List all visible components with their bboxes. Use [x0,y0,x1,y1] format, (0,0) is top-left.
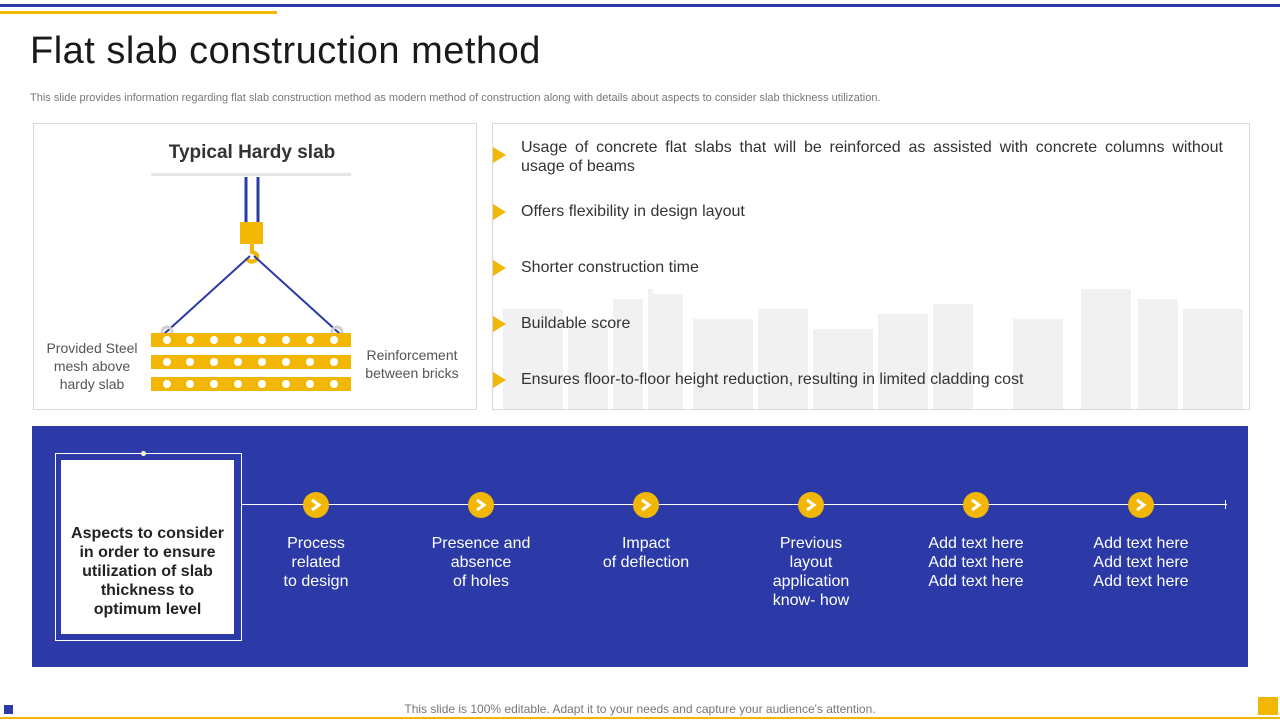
corner-square-gold [1258,697,1278,715]
aspects-box: Aspects to consider in order to ensure u… [61,460,234,634]
slab-illustration-panel: Typical Hardy slab Provided Steel mesh a… [33,123,477,410]
slab-heading: Typical Hardy slab [168,142,336,163]
timeline-end-tick [1225,500,1226,509]
aspects-box-frame [55,453,242,641]
slide-subtitle: This slide provides information regardin… [30,92,881,104]
corner-square-blue [4,705,13,714]
reinforcement-label: Reinforcement between bricks [365,347,459,381]
triangle-bullet-icon [493,147,506,163]
step-label: Add text here Add text here Add text her… [1093,535,1189,590]
chevron-right-icon [633,492,659,518]
slab-bricks [151,333,351,391]
hook-icon [244,244,260,264]
benefits-panel: Usage of concrete flat slabs that will b… [492,123,1250,410]
bullet-text: Ensures floor-to-floor height reduction,… [521,371,1024,388]
footer-accent-line [0,717,1280,719]
steel-mesh-label: Provided Steel mesh above hardy slab [46,340,138,392]
footer-note: This slide is 100% editable. Adapt it to… [404,702,876,716]
step-label: Add text here Add text here Add text her… [928,535,1024,590]
aspects-timeline-band: Aspects to consider in order to ensure u… [32,426,1248,667]
chevron-right-icon [1128,492,1154,518]
bullet-text: Buildable score [521,315,631,332]
step-label: Previous layout application know- how [772,535,850,609]
triangle-bullet-icon [493,372,506,388]
timeline-line [241,504,1227,505]
frame-dot [141,451,146,456]
aspects-box-text: Aspects to consider in order to ensure u… [71,525,224,618]
triangle-bullet-icon [493,316,506,332]
bullet-text: Offers flexibility in design layout [521,203,745,220]
chevron-right-icon [303,492,329,518]
slide-title: Flat slab construction method [30,30,541,72]
chevron-right-icon [798,492,824,518]
hook-block [240,222,263,244]
city-skyline-background [503,289,1243,409]
step-label: Impact of deflection [602,535,690,571]
bullet-text: Shorter construction time [521,259,699,276]
top-accent-line-gold [0,11,277,14]
bullet-text: Usage of concrete flat slabs that will b… [521,139,1223,175]
triangle-bullet-icon [493,260,506,276]
chevron-right-icon [468,492,494,518]
step-label: Process related to design [283,535,349,590]
triangle-bullet-icon [493,204,506,220]
chevron-right-icon [963,492,989,518]
slab-heading-underline [151,173,351,176]
top-accent-line-blue [0,4,1280,7]
crane-slab-illustration [151,177,351,391]
step-label: Presence and absence of holes [431,535,531,590]
